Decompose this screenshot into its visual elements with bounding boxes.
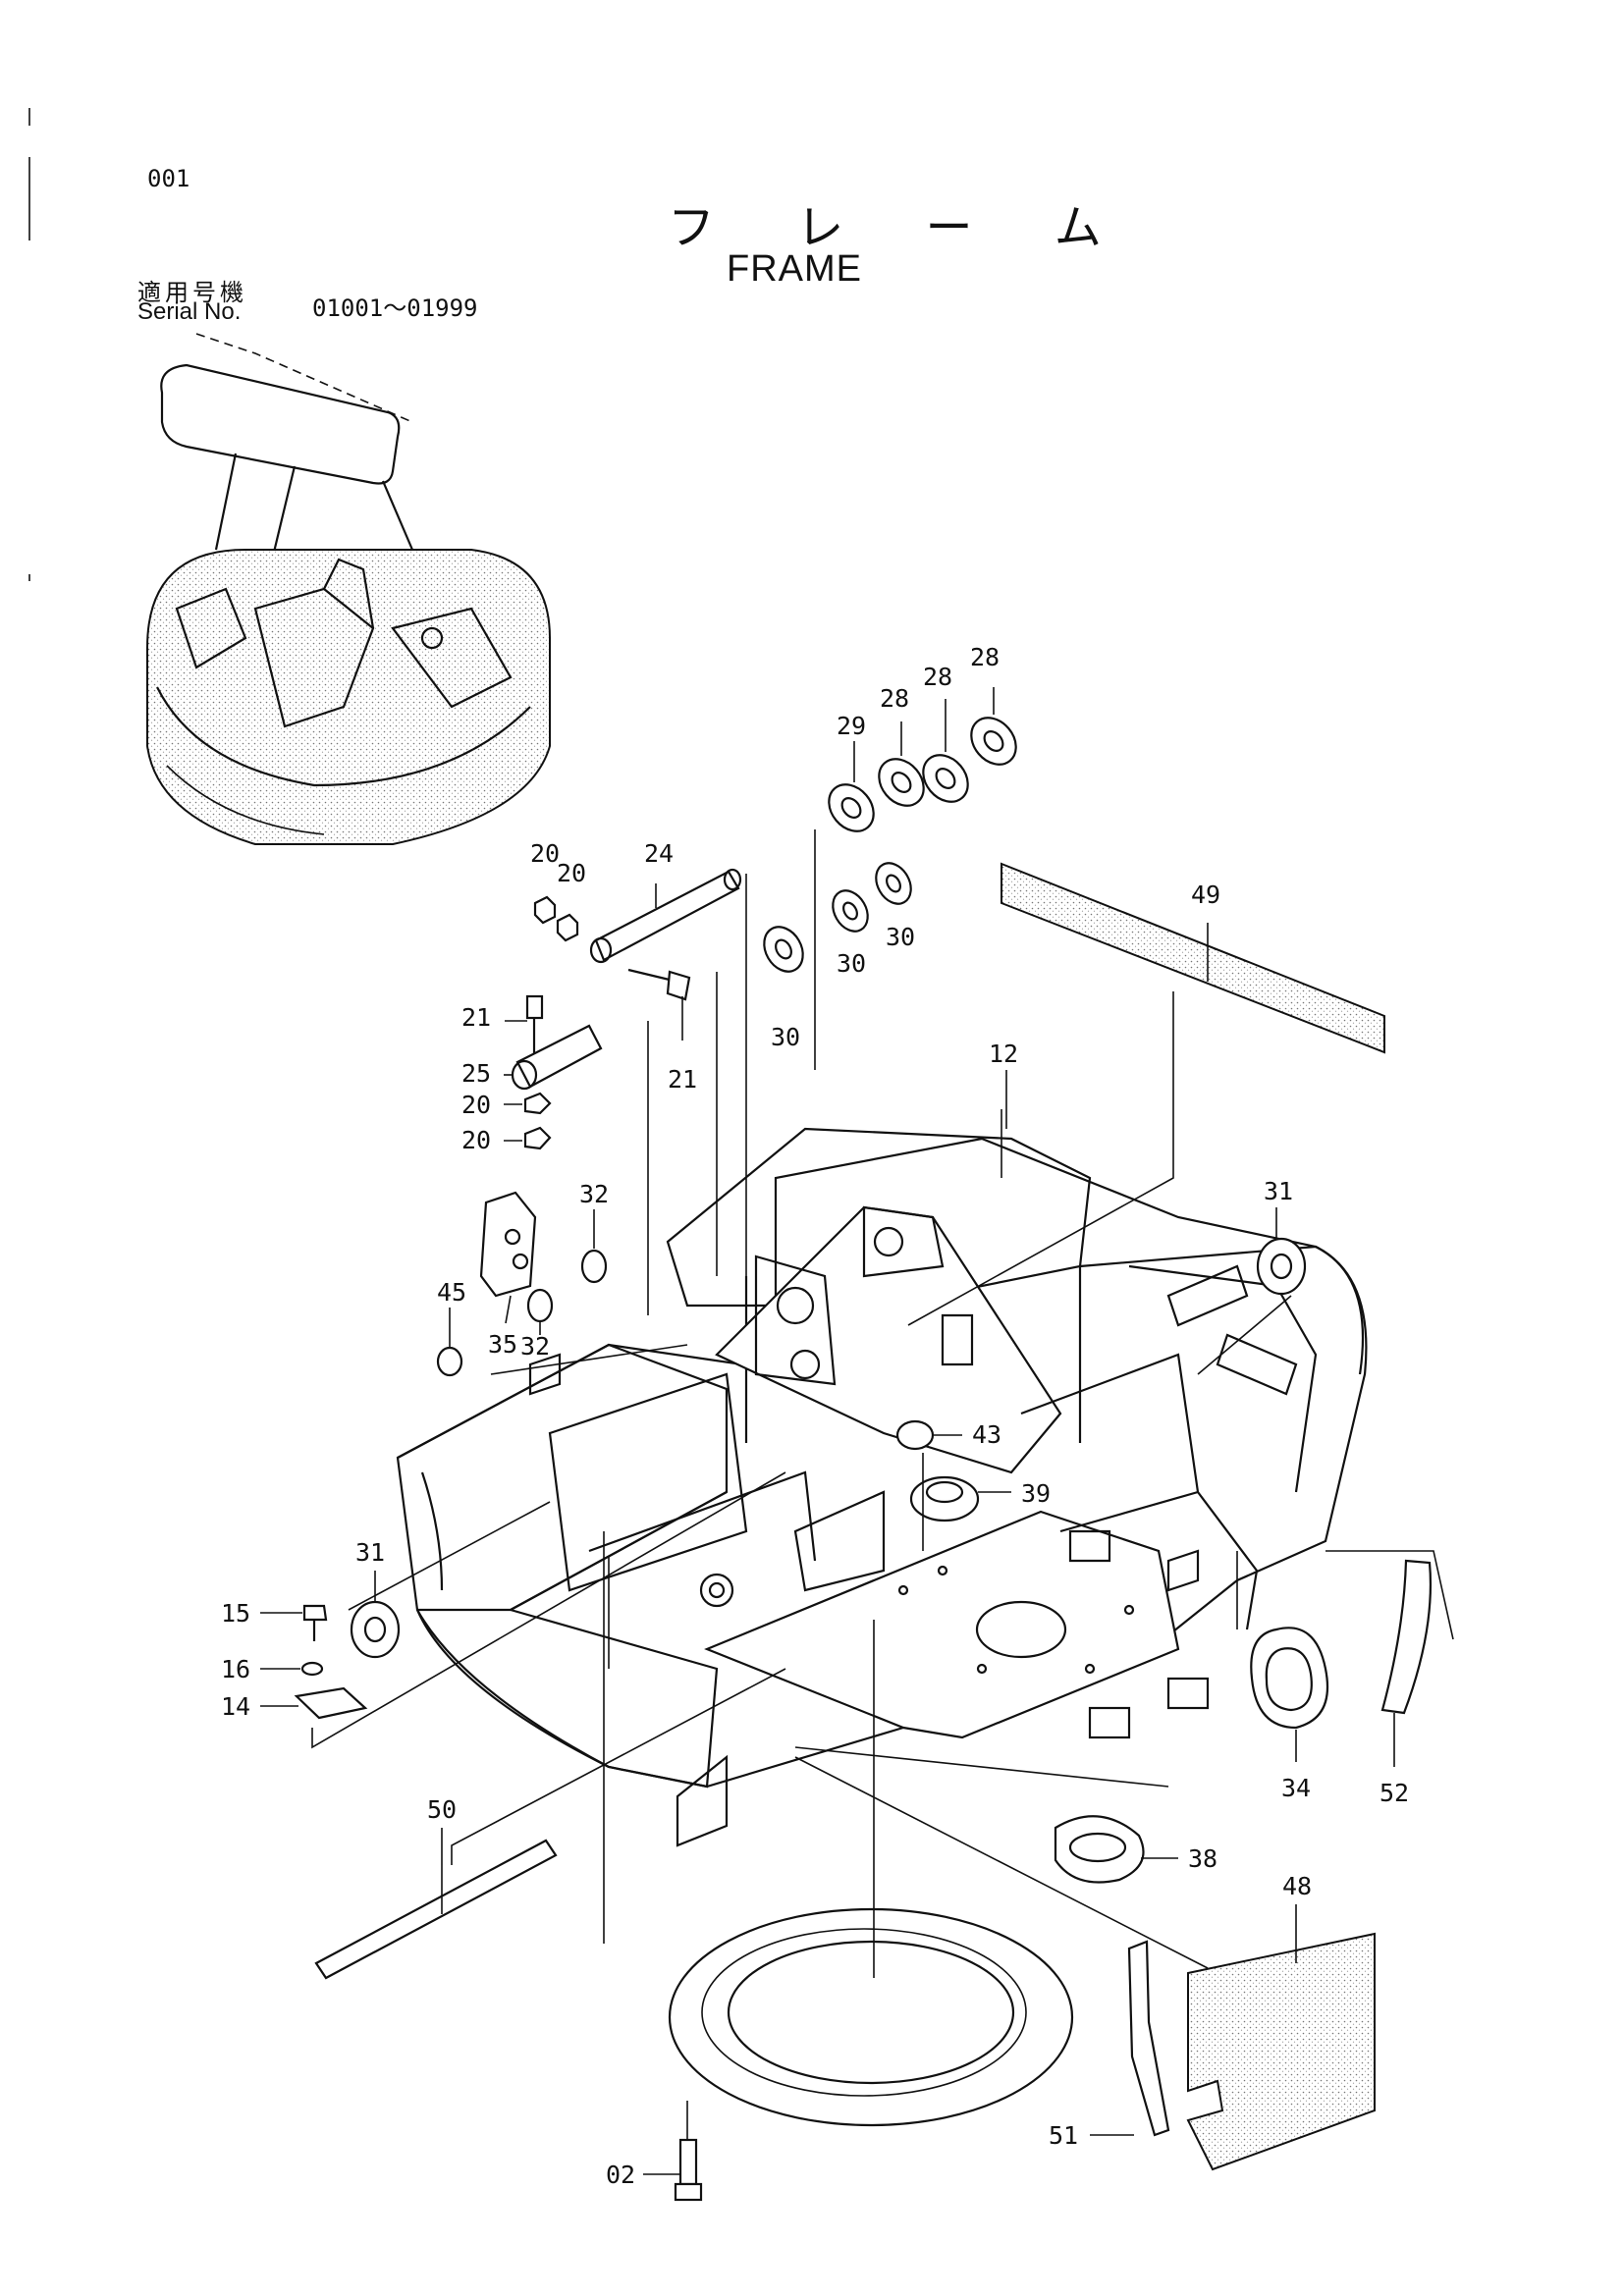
- part-label-16: 16: [221, 1655, 250, 1683]
- part-label-49: 49: [1191, 881, 1220, 909]
- part-label-20b: 20: [557, 859, 586, 887]
- part-label-52: 52: [1380, 1779, 1409, 1807]
- main-frame: [396, 1127, 1368, 1847]
- part-label-28b: 28: [923, 663, 952, 691]
- part-label-34: 34: [1281, 1774, 1311, 1802]
- part-label-50: 50: [427, 1795, 457, 1824]
- part-label-35: 35: [488, 1330, 517, 1359]
- serial-label-japanese: 適用号機: [137, 279, 247, 306]
- part-label-21b: 21: [668, 1065, 697, 1094]
- page-number: 001: [147, 165, 190, 192]
- part-label-24: 24: [644, 839, 674, 868]
- part-label-30a: 30: [837, 949, 866, 978]
- part-labels: 28 28 28 29 24 20 20 49 30 30 21 30 12 2…: [221, 643, 1409, 2189]
- part-label-29: 29: [837, 712, 866, 740]
- part-label-31b: 31: [355, 1538, 385, 1567]
- part-label-15: 15: [221, 1599, 250, 1628]
- part-label-31a: 31: [1264, 1177, 1293, 1205]
- part-label-45: 45: [437, 1278, 466, 1307]
- part-label-25: 25: [461, 1059, 491, 1088]
- serial-label-english: Serial No.: [137, 298, 242, 325]
- machine-overview-image: [146, 333, 551, 845]
- part-label-38: 38: [1188, 1844, 1217, 1873]
- part-label-28a: 28: [970, 643, 1000, 671]
- part-label-30b: 30: [886, 923, 915, 951]
- part-label-32a: 32: [579, 1180, 609, 1208]
- part-shapes: [294, 717, 1433, 2202]
- part-label-30c: 30: [771, 1023, 800, 1051]
- part-label-02: 02: [606, 2161, 635, 2189]
- part-label-51: 51: [1049, 2121, 1078, 2150]
- part-label-32b: 32: [520, 1332, 550, 1361]
- part-label-20a: 20: [530, 839, 560, 868]
- leader-lines: [260, 687, 1454, 2175]
- title-japanese: フ レ ー ム: [668, 200, 1135, 255]
- part-label-28c: 28: [880, 684, 909, 713]
- part-label-39: 39: [1021, 1479, 1051, 1508]
- part-label-43: 43: [972, 1420, 1001, 1449]
- part-label-48: 48: [1282, 1872, 1312, 1900]
- part-label-21a: 21: [461, 1003, 491, 1032]
- serial-range: 01001～01999: [312, 294, 478, 322]
- part-label-14: 14: [221, 1692, 250, 1721]
- part-label-20d: 20: [461, 1126, 491, 1154]
- part-label-20c: 20: [461, 1091, 491, 1119]
- part-label-12: 12: [989, 1040, 1018, 1068]
- title-english: FRAME: [727, 248, 862, 290]
